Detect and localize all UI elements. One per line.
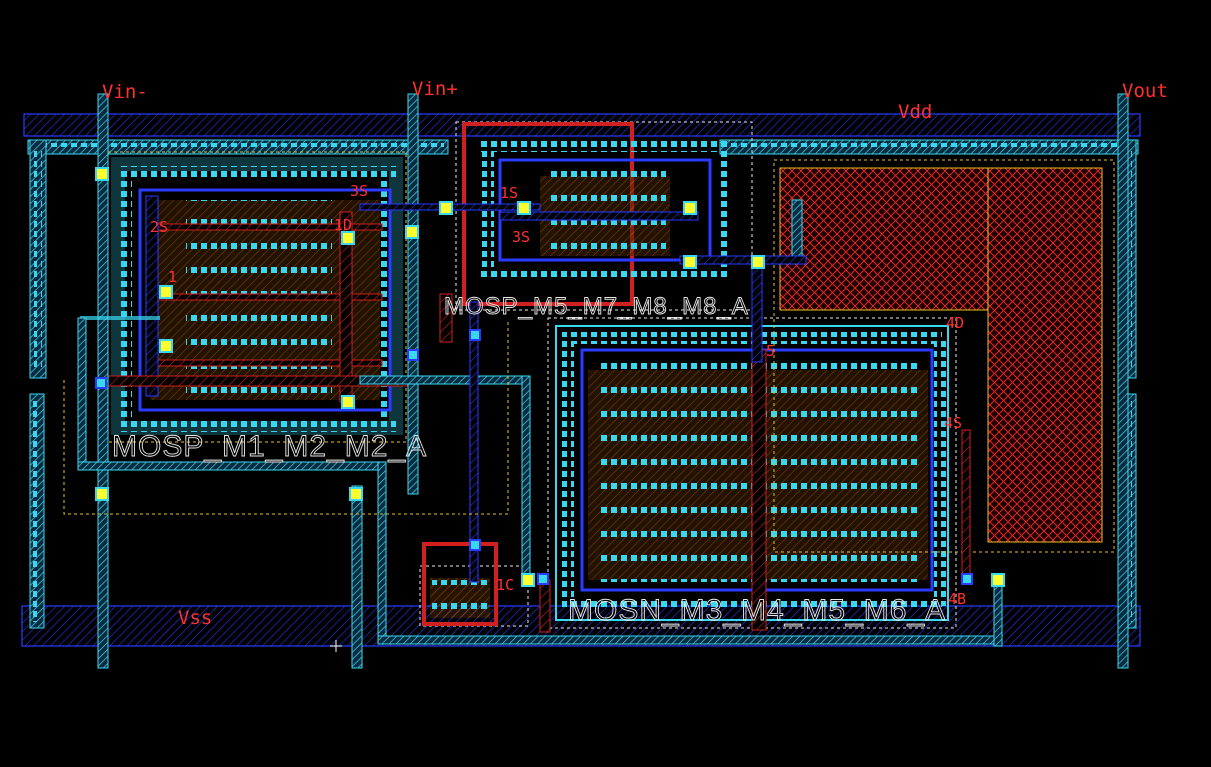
- net-label-1: 1: [168, 268, 177, 286]
- route-mid-vertical: [521, 375, 531, 587]
- left-vss-dots: [33, 400, 41, 622]
- nmos-ring-left: [562, 338, 574, 606]
- net-label-4b: 4B: [948, 590, 966, 608]
- instance-label-pmos-mirror: MOSP_M5_M7_M8_M8_A: [444, 293, 749, 320]
- route-m2-vdd-mirror: [751, 261, 763, 363]
- route-to-cap: [679, 255, 807, 265]
- cap-outline: [773, 159, 1115, 553]
- pmos-mirror-boundary: [455, 121, 753, 311]
- net-label-4d: 4D: [946, 314, 964, 332]
- cursor-crosshair: [330, 640, 342, 652]
- vout-strap[interactable]: [1117, 93, 1129, 669]
- pmos-pair-ring-left: [120, 170, 132, 430]
- pmos-mirror-ring-right: [718, 146, 730, 278]
- route-red-bottom: [539, 579, 551, 633]
- route-bottom-vertical: [377, 461, 387, 643]
- route-center-m2: [469, 301, 479, 583]
- pmos-mirror-ring-left: [482, 146, 494, 278]
- pmos-mirror-gate: [499, 211, 699, 221]
- vdd-m1-dots-right: [724, 143, 1134, 151]
- net-label-4s: 4S: [944, 414, 962, 432]
- pin-label-vdd: Vdd: [898, 101, 932, 123]
- route-left-bottom: [77, 461, 387, 471]
- vin-plus-strap[interactable]: [407, 93, 419, 495]
- nmos-ring-right: [934, 338, 946, 606]
- bias-device-dots: [432, 580, 488, 616]
- nmos-poly-spine: [751, 349, 767, 631]
- left-vdd-dots: [34, 150, 42, 370]
- pin-label-vin-minus: Vin-: [102, 81, 148, 103]
- net-label-3s: 3S: [512, 228, 530, 246]
- route-red-right: [961, 429, 971, 581]
- vdd-m1-dots-left: [32, 143, 444, 151]
- route-left-vertical: [77, 317, 87, 471]
- cap-small-via: [791, 199, 803, 257]
- net-label-2s: 2S: [150, 218, 168, 236]
- pmos-pair-ring-top: [118, 166, 396, 178]
- bias-device-poly: [422, 542, 498, 626]
- net-label-1c: 1C: [496, 576, 514, 594]
- pin-label-vss: Vss: [178, 607, 212, 629]
- route-left-loop: [80, 316, 160, 320]
- net-label-3s-top: 3S: [350, 182, 368, 200]
- route-mid-horizontal: [359, 375, 531, 385]
- pin-label-vin-plus: Vin+: [412, 78, 458, 100]
- cap-bottom-plate: [987, 167, 1103, 543]
- pmos-pair-active: [138, 188, 392, 412]
- pmos-pair-ring-bottom: [118, 420, 396, 432]
- pin-label-vout: Vout: [1122, 80, 1168, 102]
- pmos-mirror-ring-bottom: [480, 268, 728, 280]
- route-bottom-long: [377, 635, 1003, 645]
- net-label-1d: 1D: [334, 216, 352, 234]
- pmos-pair-m2-left: [145, 195, 159, 397]
- via2-group: [95, 329, 973, 585]
- pmos-mirror-ring-top: [480, 140, 728, 152]
- via-group: [95, 167, 1005, 587]
- dashed-net-box2: [458, 322, 509, 515]
- instance-label-pmos-pair: MOSP_M1_M2_M2_A: [112, 430, 427, 463]
- net-label-1s: 1S: [500, 184, 518, 202]
- dashed-net-box: [63, 380, 456, 515]
- mid-strap-a: [351, 485, 363, 669]
- route-red-center: [439, 293, 453, 343]
- instance-label-nmos: MOSN_M3_M4_M5_M6_A: [568, 594, 946, 627]
- net-label-5: 5: [766, 342, 775, 360]
